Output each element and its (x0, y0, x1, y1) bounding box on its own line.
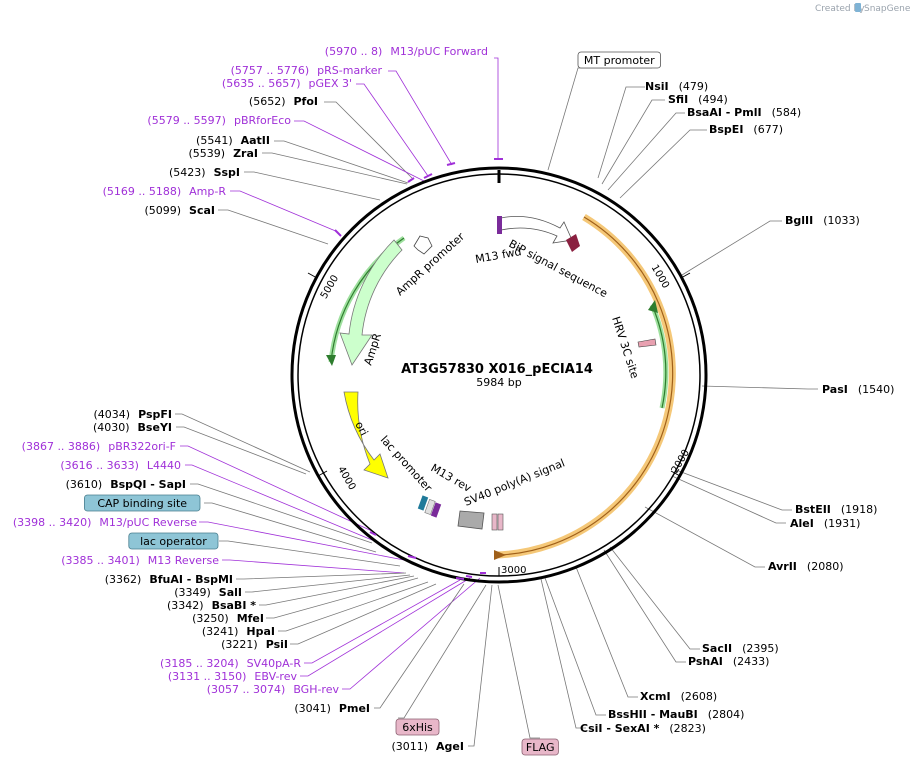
tick-label-4000: 4000 (335, 465, 357, 493)
m13-fwd-marker (497, 216, 502, 234)
label-csii: CsiI - SexAI *(2823) (580, 722, 706, 735)
tick-label-2000: 2000 (670, 448, 692, 476)
snapgene-logo: SnapGene (855, 3, 911, 14)
label-psii: (3221)PsiI (221, 638, 288, 651)
label-zrai: (5539)ZraI (189, 147, 259, 160)
feature-label-hrv: HRV 3C site (609, 315, 641, 380)
hrv-marker (637, 338, 657, 348)
feature-label-sv40: SV40 poly(A) signal (462, 456, 566, 508)
label-lac-box (128, 532, 219, 550)
bip-arrow (500, 215, 573, 244)
label-sspi: (5423)SspI (169, 166, 240, 179)
label-aatii: (5541)AatII (196, 134, 270, 147)
label-mt: MT promoter (584, 54, 655, 67)
feature-label-m13rev: M13 rev (429, 461, 474, 495)
ori-arrow (343, 391, 389, 479)
label-bglii: BglII(1033) (785, 214, 860, 227)
label-bfuai: (3362)BfuAI - BspMI (105, 573, 233, 586)
label-6xhis-box (395, 718, 440, 736)
ring-primer-marks (334, 158, 503, 580)
label-m13: (3385 .. 3401)M13 Reverse (61, 554, 219, 567)
label-alei: AleI(1931) (790, 517, 860, 530)
label-m13puc: (3398 .. 3420)M13/pUC Reverse (13, 516, 197, 529)
label-pshai: PshAI(2433) (688, 655, 769, 668)
plasmid-name: AT3G57830 X016_pECIA14 (401, 362, 593, 377)
label-agei: (3011)AgeI (391, 740, 464, 753)
label-prsmarker: (5757 .. 5776)pRS-marker (231, 64, 383, 77)
label-l4440: (3616 .. 3633)L4440 (60, 459, 181, 472)
label-bspqi: (3610)BspQI - SapI (66, 478, 186, 491)
tick-label-5000: 5000 (319, 273, 341, 301)
tick-marks (307, 272, 691, 576)
sv40-box (457, 510, 485, 530)
lac-cluster (417, 495, 442, 518)
ampr-arrow (339, 239, 403, 366)
label-lac: lac operator (140, 535, 207, 548)
label-bghrev: (3057 .. 3074)BGH-rev (207, 683, 340, 696)
label-nsii: NsiI(479) (645, 80, 708, 93)
flag-marker (497, 513, 504, 531)
label-hpai: (3241)HpaI (202, 625, 275, 638)
bip-red-marker (566, 234, 580, 252)
label-cap-box (84, 494, 201, 512)
label-mt-box (577, 51, 661, 69)
label-sfii: SfiI(494) (668, 93, 728, 106)
credit-text: Created by (815, 4, 865, 14)
label-xcmi: XcmI(2608) (640, 690, 717, 703)
label-cap: CAP binding site (97, 497, 187, 510)
label-pmei: (3041)PmeI (294, 702, 370, 715)
label-pgex: (5635 .. 5657)pGEX 3' (222, 77, 352, 90)
leader-lines (175, 57, 818, 747)
label-flag-box (521, 738, 559, 756)
label-pbr322orif: (3867 .. 3886)pBR322ori-F (22, 440, 176, 453)
label-bsaai: BsaAI - PmlI(584) (687, 106, 801, 119)
label-m13puc: (5970 .. 8)M13/pUC Forward (325, 45, 488, 58)
label-pbrforeco: (5579 .. 5597)pBRforEco (147, 114, 291, 127)
plasmid-length: 5984 bp (476, 376, 521, 389)
label-pasi: PasI(1540) (822, 383, 894, 396)
label-bspei: BspEI(677) (709, 123, 783, 136)
label-bseyi: (4030)BseYI (93, 421, 172, 434)
label-scai: (5099)ScaI (144, 204, 215, 217)
label-6xhis: 6xHis (402, 721, 433, 734)
label-ebvrev: (3131 .. 3150)EBV-rev (168, 670, 298, 683)
left-label-group: (5970 .. 8)M13/pUC Forward (5757 .. 5776)… (13, 45, 559, 756)
label-sali: (3349)SalI (174, 586, 242, 599)
label-sacii: SacII(2395) (702, 642, 779, 655)
feature-label-bip: BiP signal sequence (507, 237, 610, 300)
feature-label-ori: ori (352, 419, 370, 438)
label-bsteii: BstEII(1918) (795, 503, 877, 516)
label-bsshii: BssHII - MauBI(2804) (608, 708, 744, 721)
label-avrii: AvrII(2080) (768, 560, 843, 573)
label-pfoi: (5652)PfoI (249, 95, 318, 108)
label-flag: FLAG (526, 741, 555, 754)
ampr-promoter-arrow (413, 235, 433, 255)
label-mfei: (3250)MfeI (192, 612, 264, 625)
credit-brand: SnapGene (864, 4, 911, 14)
insert-arrowhead (494, 550, 506, 560)
feature-label-lac: lac promoter (378, 433, 435, 494)
feature-label-m13fwd: M13 fwd (474, 245, 522, 266)
label-bsabi: (3342)BsaBI * (167, 599, 256, 612)
label-ampr: (5169 .. 5188)Amp-R (103, 185, 227, 198)
tick-label-3000: 3000 (501, 565, 526, 576)
label-sv40par: (3185 .. 3204)SV40pA-R (160, 657, 301, 670)
label-pspfi: (4034)PspFI (94, 408, 172, 421)
his-marker (491, 513, 498, 531)
